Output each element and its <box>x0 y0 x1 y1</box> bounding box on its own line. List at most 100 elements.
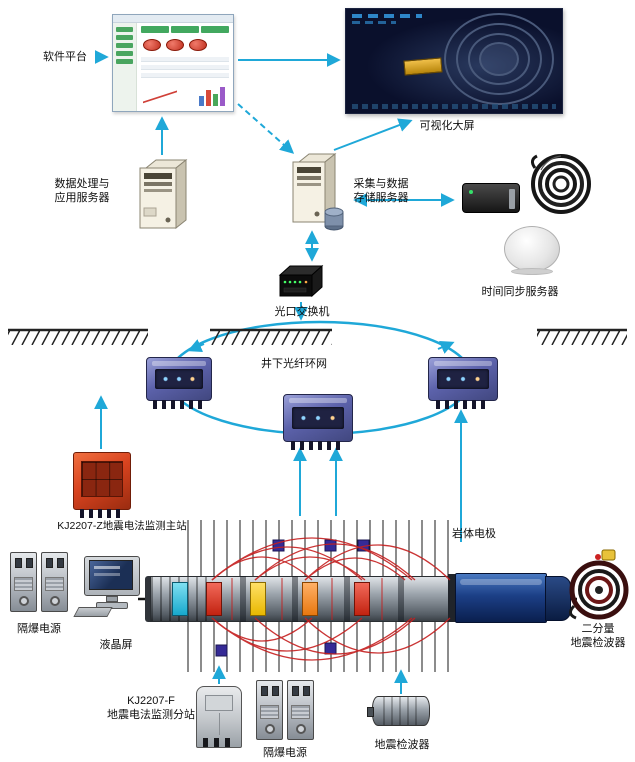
explosion-proof-power-bottom-icon <box>256 680 314 740</box>
power-window <box>303 686 310 696</box>
electrode-block-orange <box>302 582 318 616</box>
power-window <box>272 686 279 696</box>
geophone-connector <box>367 707 374 717</box>
power-box <box>287 680 314 740</box>
power-knob <box>49 596 60 606</box>
gps-dome-antenna-icon <box>504 226 560 272</box>
power-box <box>256 680 283 740</box>
software-platform-window <box>112 14 234 112</box>
storage-server-icon <box>291 152 345 237</box>
geophone-ribs <box>383 697 419 725</box>
main-station-connectors <box>79 509 125 518</box>
substation-panel <box>292 406 344 430</box>
substation-connectors <box>435 400 491 409</box>
software-titlebar <box>113 15 233 23</box>
rock-electrode-label: 岩体电极 <box>452 528 496 540</box>
ground-surface-hatch <box>8 328 627 345</box>
power-window <box>46 558 53 568</box>
software-sidebar <box>113 23 137 111</box>
app-server-label-line2: 应用服务器 <box>54 192 110 205</box>
substation-connectors <box>153 400 205 409</box>
screen-hud-text <box>352 14 422 18</box>
tunnel-arc-inner <box>479 42 519 76</box>
optical-switch-label: 光口交换机 <box>274 306 330 318</box>
power-bottom-label: 隔爆电源 <box>263 747 307 759</box>
ring-network-label: 井下光纤环网 <box>261 358 327 370</box>
substation-f-label-line1: KJ2207-F <box>127 695 175 707</box>
power-window <box>26 558 33 568</box>
monitor-screen <box>89 560 133 590</box>
electrode-block-yellow <box>250 582 266 616</box>
optical-switch-icon <box>278 263 324 306</box>
lcd-label: 液晶屏 <box>99 639 133 651</box>
gps-dome-base <box>511 268 553 275</box>
geophone-icon <box>367 696 430 726</box>
probe-coupling <box>240 576 246 622</box>
probe-joint <box>448 574 458 622</box>
power-vents <box>260 705 279 719</box>
probe-blue-section <box>455 573 547 623</box>
substation-middle-icon <box>283 394 353 450</box>
power-window <box>292 686 299 696</box>
substation-top-strip <box>434 360 492 366</box>
substation-left-icon <box>146 357 212 409</box>
power-knob <box>18 596 29 606</box>
two-component-label-line1: 二分量 <box>581 623 615 635</box>
software-toolbar <box>141 26 229 33</box>
electrode-block-red <box>206 582 222 616</box>
storage-server-label: 采集与数据 存储服务器 <box>346 177 416 206</box>
power-vents <box>14 577 33 591</box>
fbox-seam <box>219 713 220 735</box>
main-station-icon <box>73 452 131 518</box>
substation-right-icon <box>428 357 498 409</box>
time-sync-receiver-icon <box>462 183 520 213</box>
keyboard <box>73 607 113 617</box>
electrode-block-cyan <box>172 582 188 616</box>
app-server-label: 数据处理与 应用服务器 <box>48 177 116 206</box>
two-component-geophone-label: 二分量 地震检波器 <box>548 622 635 651</box>
power-box <box>10 552 37 612</box>
substation-f-label: KJ2207-F 地震电法监测分站 <box>86 694 216 723</box>
substation-f-box-icon <box>196 686 242 748</box>
time-sync-server-label: 时间同步服务器 <box>481 286 559 298</box>
tunnel-arc <box>468 33 530 85</box>
power-window <box>261 686 268 696</box>
main-station-panel <box>80 460 124 497</box>
screen-hud-text <box>352 21 396 24</box>
substation-panel <box>437 368 489 390</box>
software-table <box>141 57 229 81</box>
software-platform-label: 软件平台 <box>43 51 87 63</box>
fbox-connectors <box>203 738 235 747</box>
monitor-base <box>96 602 128 609</box>
screen-bottom-bar <box>352 104 556 109</box>
two-component-label-line2: 地震检波器 <box>570 637 626 650</box>
explosion-proof-power-left-icon <box>10 552 68 612</box>
fbox-window <box>205 695 233 711</box>
software-status-indicators <box>143 39 207 51</box>
substation-panel <box>154 368 204 390</box>
probe-gloss <box>460 579 542 585</box>
lcd-monitor-icon <box>73 556 146 618</box>
power-vents <box>291 705 310 719</box>
antenna-cable-coil-icon <box>527 148 593 221</box>
probe-coupling <box>344 576 350 622</box>
main-station-label: KJ2207-Z地震电法监测主站 <box>57 520 187 532</box>
geophone-label: 地震检波器 <box>374 739 430 751</box>
power-box <box>41 552 68 612</box>
substation-connectors <box>290 441 346 450</box>
probe-coupling <box>292 576 298 622</box>
power-vents <box>45 577 64 591</box>
electrode-block-red <box>354 582 370 616</box>
receiver-led <box>469 190 473 194</box>
software-bar-chart <box>199 87 225 106</box>
app-server-label-line1: 数据处理与 <box>54 178 110 190</box>
receiver-port-strip <box>509 189 515 209</box>
tunnel-arc <box>456 23 542 95</box>
power-window <box>15 558 22 568</box>
visualization-screen <box>345 8 563 114</box>
probe-coupling <box>398 576 404 622</box>
power-knob <box>264 724 275 734</box>
app-server-icon <box>138 158 188 235</box>
software-line-chart <box>143 90 177 104</box>
